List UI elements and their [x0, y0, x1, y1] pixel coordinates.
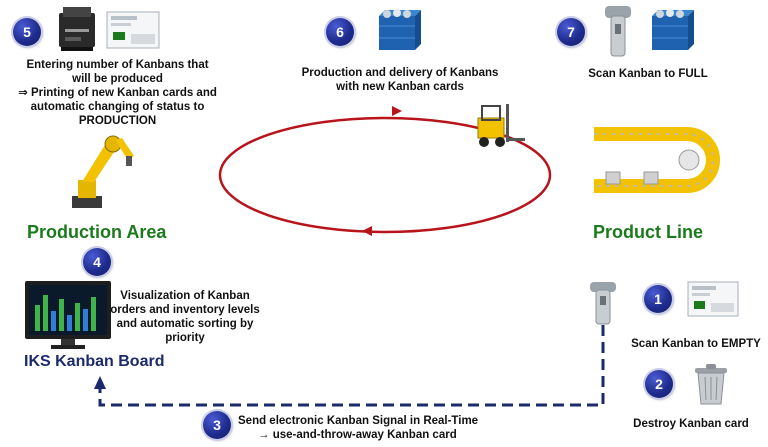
step-5-text: Entering number of Kanbans that will be … [0, 58, 235, 128]
step-6-badge: 6 [326, 18, 354, 46]
step-6-line: with new Kanban cards [336, 81, 464, 93]
robot-arm-icon [72, 135, 134, 208]
trash-can-icon [695, 364, 727, 405]
barcode-scanner-icon [605, 6, 631, 57]
step-6-line: Production and delivery of Kanbans [301, 67, 499, 79]
step-5-line: PRODUCTION [78, 115, 157, 127]
kanban-card-icon [106, 11, 160, 49]
step-1-text: Scan Kanban to EMPTY [631, 338, 761, 350]
step-3-line: Send electronic Kanban Signal in Real-Ti… [238, 415, 479, 427]
step-3-text: Send electronic Kanban Signal in Real-Ti… [238, 414, 508, 442]
step-2-text: Destroy Kanban card [633, 418, 749, 430]
step-1-badge: 1 [644, 285, 672, 313]
step-5-line: will be produced [72, 73, 163, 85]
step-7-badge: 7 [557, 18, 585, 46]
step-4-line: priority [165, 332, 205, 344]
step-7-text: Scan Kanban to FULL [588, 68, 708, 80]
step-3-badge: 3 [203, 411, 231, 439]
step-4-line: and automatic sorting by [116, 318, 254, 330]
step-4-badge: 4 [83, 248, 111, 276]
printer-icon [59, 7, 95, 51]
crate-icon [379, 9, 421, 50]
monitor-icon [25, 281, 111, 349]
step-5-line: Entering number of Kanbans that [26, 59, 209, 71]
step-3-line: → use-and-throw-away Kanban card [258, 429, 457, 441]
product-line-label: Product Line [593, 222, 704, 242]
step-5-line: automatic changing of status to [30, 101, 205, 113]
step-4-line: orders and inventory levels [110, 304, 260, 316]
step-6-text: Production and delivery of Kanbans with … [270, 66, 530, 94]
step-5-badge: 5 [13, 18, 41, 46]
production-area-label: Production Area [27, 222, 167, 242]
forklift-icon [477, 104, 525, 147]
kanban-card-icon [687, 281, 739, 317]
barcode-scanner-icon [590, 282, 616, 325]
crate-icon [652, 9, 694, 50]
step-4-text: Visualization of Kanban orders and inven… [110, 289, 260, 345]
step-2-badge: 2 [645, 370, 673, 398]
conveyor-icon [594, 127, 720, 193]
step-5-line: ⇒ Printing of new Kanban cards and [18, 87, 217, 99]
kanban-board-label: IKS Kanban Board [24, 353, 165, 370]
step-4-line: Visualization of Kanban [120, 290, 250, 302]
